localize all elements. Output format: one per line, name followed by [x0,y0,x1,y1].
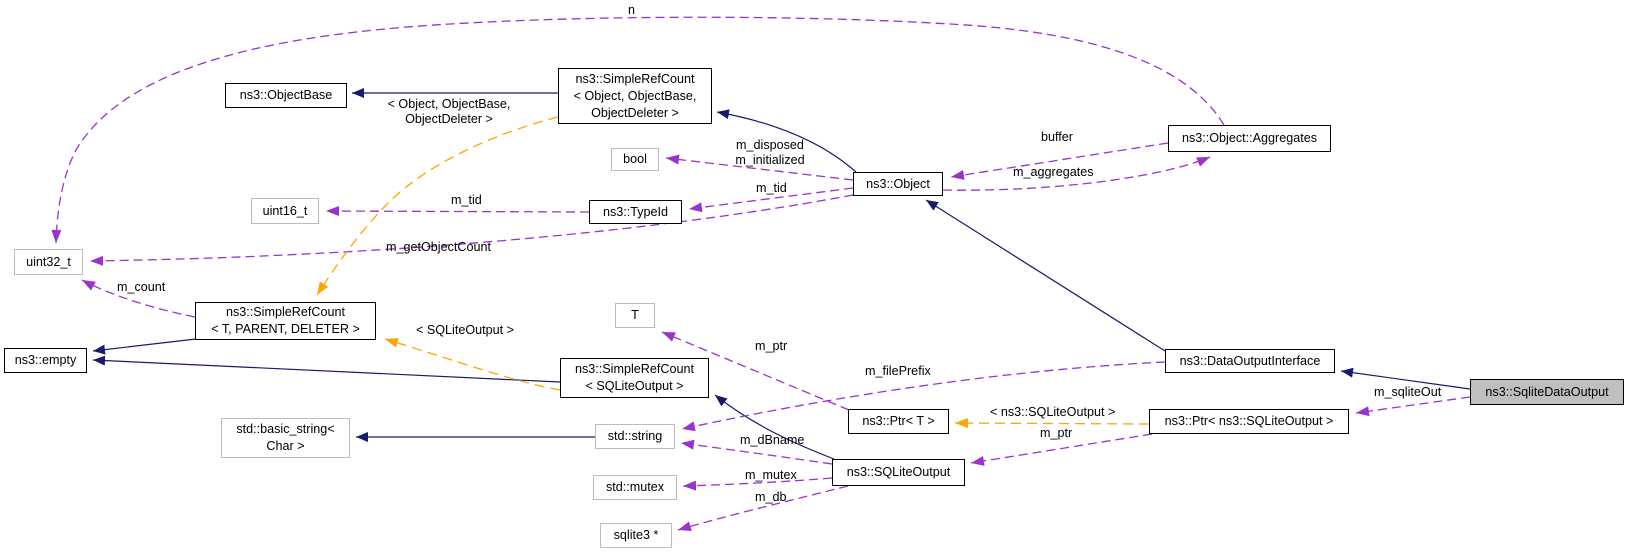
edge-member-aggregates-uint32-n [51,16,1225,244]
node-ns3-object-aggregates[interactable]: ns3::Object::Aggregates [1168,125,1331,152]
node-ns3-ptr-sqliteoutput[interactable]: ns3::Ptr< ns3::SQLiteOutput > [1149,409,1349,434]
edge-label-m-dbname: m_dBname [740,433,805,447]
edge-member-ptrt-t-mptr [661,331,850,411]
node-ns3-simplerefcount-object[interactable]: ns3::SimpleRefCount < Object, ObjectBase… [558,68,712,124]
edge-member-sqliteoutput-mutex-mmutex [682,477,833,491]
edge-label-template-args-object: < Object, ObjectBase, ObjectDeleter > [387,97,511,126]
edge-template-simplerefcountsqlite-simplerefcounttemplate [384,338,561,391]
edge-member-typeid-uint16-mtid [325,206,590,217]
node-uint16-t: uint16_t [251,198,319,224]
node-t-param: T [615,303,655,328]
node-bool: bool [611,148,659,171]
edge-inherit-simplerefcounttemplate-empty [92,338,197,355]
edge-inherit-sqlitedataoutput-dataoutputinterface [1340,367,1471,390]
node-ns3-objectbase[interactable]: ns3::ObjectBase [225,83,347,108]
edge-label-m-tid-object: m_tid [756,181,787,195]
edge-member-object-aggregates-maggregates [942,156,1211,191]
edge-member-sqlitedataoutput-ptrsqliteoutput-msqliteout [1355,396,1471,417]
edge-label-m-sqliteout: m_sqliteOut [1374,385,1442,399]
node-ns3-simplerefcount-template[interactable]: ns3::SimpleRefCount < T, PARENT, DELETER… [195,302,376,340]
node-ns3-typeid[interactable]: ns3::TypeId [589,200,682,224]
edge-label-m-aggregates: m_aggregates [1013,165,1094,179]
edge-member-object-uint32-mgetobjectcount [89,194,854,266]
node-ns3-object[interactable]: ns3::Object [853,172,943,196]
node-ns3-dataoutputinterface[interactable]: ns3::DataOutputInterface [1165,349,1335,373]
node-ns3-sqliteoutput[interactable]: ns3::SQLiteOutput [832,459,965,486]
edge-label-m-mutex: m_mutex [745,468,797,482]
edge-label-m-getobjectcount: m_getObjectCount [386,240,492,254]
node-uint32-t: uint32_t [14,249,83,275]
edge-inherit-simplerefcountsqlite-empty [92,355,561,383]
edge-member-ptrsqliteoutput-sqliteoutput-mptr [970,433,1153,466]
edge-label-m-ptr-t: m_ptr [755,339,788,353]
edge-label-n: n [628,3,636,17]
node-std-mutex: std::mutex [593,475,677,500]
edge-label-m-db: m_db [755,490,787,504]
edge-inherit-sqliteoutput-simplerefcountsqlite [714,394,835,460]
edge-member-sqliteoutput-string-mdbname [680,439,833,465]
edge-template-ptrsqliteoutput-ptrt [954,418,1150,429]
edge-label-m-tid-typeid: m_tid [451,193,482,207]
node-ns3-simplerefcount-sqliteoutput[interactable]: ns3::SimpleRefCount < SQLiteOutput > [560,358,709,398]
edge-label-m-fileprefix: m_filePrefix [865,364,931,378]
edge-label-m-disposed-m-initialized: m_disposed m_initialized [735,138,805,167]
node-ns3-empty[interactable]: ns3::empty [4,348,87,373]
edge-inherit-dataoutputinterface-object [925,199,1166,352]
edge-label-m-count: m_count [117,280,166,294]
edge-label-template-args-sqliteoutput: < SQLiteOutput > [416,323,515,337]
edge-member-object-bool-mdisposed [665,154,854,181]
node-ns3-sqlitedataoutput: ns3::SqliteDataOutput [1470,379,1624,405]
edge-label-buffer: buffer [1041,130,1073,144]
node-std-basic-string: std::basic_string< Char > [221,418,350,458]
node-std-string: std::string [595,424,675,449]
edge-member-sqliteoutput-sqlite3-mdb [677,485,849,532]
edge-inherit-object-simplerefcountobject [716,109,857,173]
edge-member-aggregates-object-buffer [950,142,1169,180]
edge-label-template-args-ns3-sqliteoutput: < ns3::SQLiteOutput > [990,405,1116,419]
edge-label-m-ptr-sqliteoutput: m_ptr [1040,426,1073,440]
edge-template-simplerefcountobject-simplerefcounttemplate [316,116,559,296]
edge-member-dataoutputinterface-string-mfileprefix [681,361,1166,432]
node-sqlite3-ptr: sqlite3 * [600,523,672,548]
edge-member-simplerefcounttemplate-uint32-mcount [81,279,196,318]
node-ns3-ptr-t[interactable]: ns3::Ptr< T > [848,409,949,434]
